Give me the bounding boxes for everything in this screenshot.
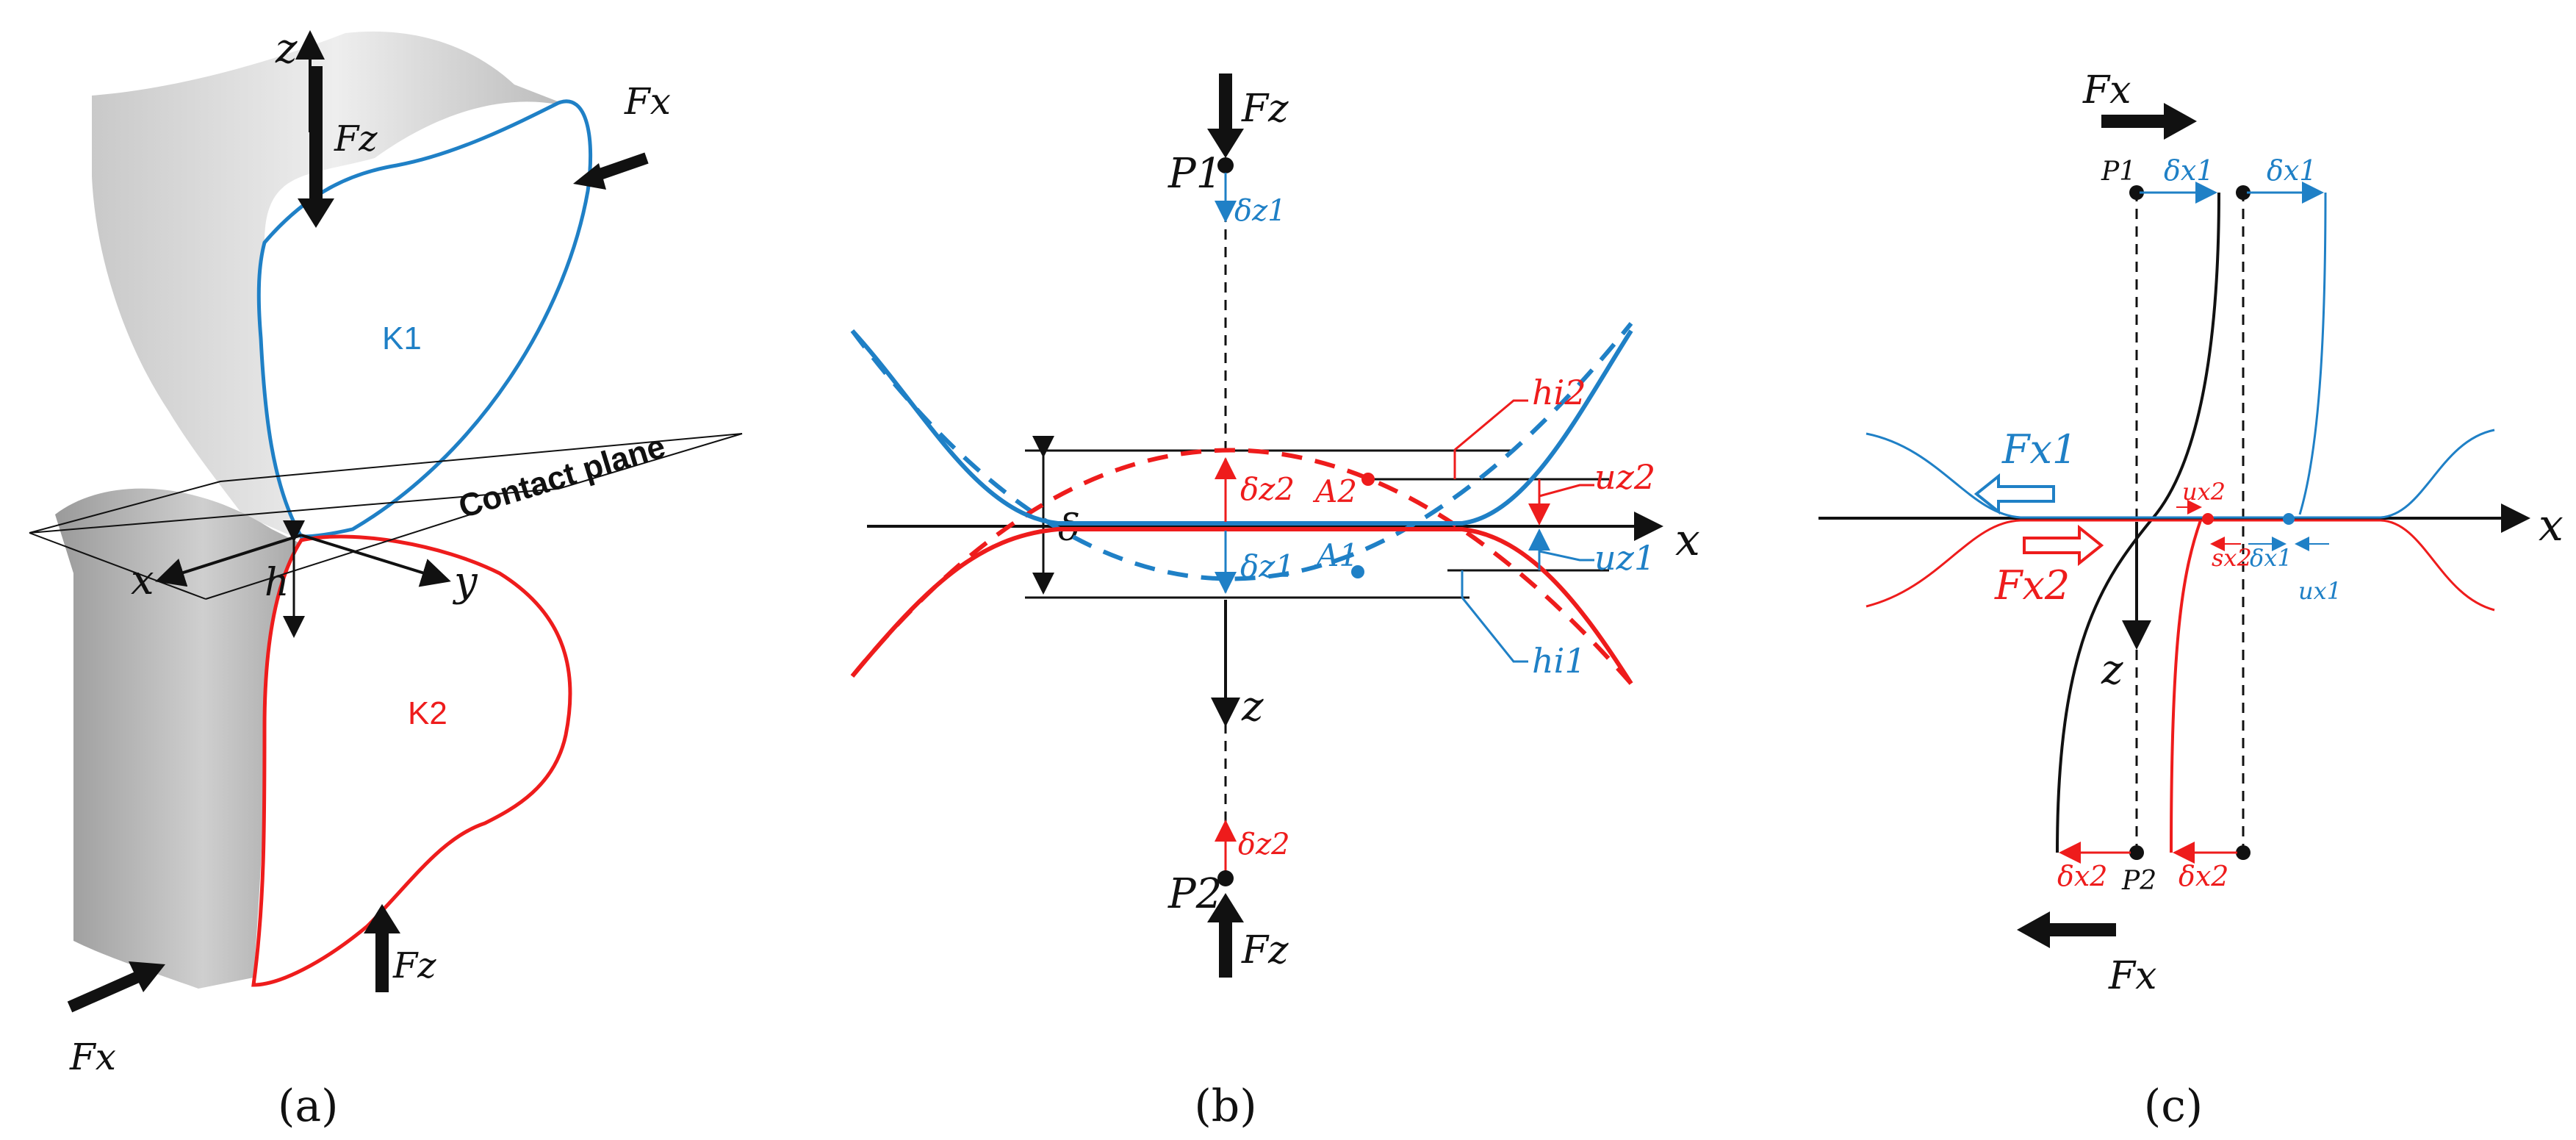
svg-text:P1: P1 (2101, 157, 2136, 187)
a-fx-top-arrow (591, 152, 649, 182)
svg-text:Fz: Fz (392, 945, 436, 986)
panel-c: Fx P1 δx1 δx1 x Fx1 Fx2 ux2 (1818, 68, 2564, 1132)
caption-a: (a) (278, 1080, 339, 1132)
svg-text:δz2: δz2 (1240, 471, 1295, 507)
svg-text:P1: P1 (1168, 150, 1222, 198)
c-blue-surface (1866, 429, 2495, 519)
svg-text:P2: P2 (1168, 870, 1222, 918)
body-k2-side (55, 488, 301, 989)
b-p1-point (1217, 157, 1234, 173)
svg-text:z: z (1241, 683, 1264, 731)
svg-text:Fz: Fz (1241, 928, 1289, 972)
svg-text:δz1: δz1 (1240, 548, 1295, 584)
svg-text:z: z (2101, 646, 2123, 694)
svg-text:h: h (265, 561, 289, 605)
svg-text:x: x (131, 556, 154, 604)
svg-text:ux2: ux2 (2182, 478, 2226, 506)
svg-text:x: x (2539, 500, 2564, 551)
b-blue-dashed (850, 322, 1633, 581)
a-fx-bottom-arrow (67, 970, 143, 1013)
svg-text:hi2: hi2 (1532, 373, 1586, 412)
body-k1-side (92, 31, 580, 540)
svg-text:Fz: Fz (1241, 87, 1289, 131)
b-a1-point (1351, 565, 1364, 578)
svg-text:Fx: Fx (2108, 954, 2156, 998)
b-blue-solid (850, 329, 1633, 526)
svg-text:Fx: Fx (624, 80, 671, 123)
svg-text:A1: A1 (1314, 537, 1359, 573)
svg-text:Fx: Fx (2082, 68, 2131, 112)
panel-a: K1 K2 Contact plane x y h z Fz Fx Fz (29, 25, 743, 1132)
caption-c: (c) (2144, 1080, 2203, 1132)
svg-text:A2: A2 (1312, 473, 1357, 509)
svg-text:δz2: δz2 (1238, 828, 1290, 861)
svg-text:hi1: hi1 (1532, 641, 1586, 681)
a-x-axis (155, 534, 302, 587)
svg-text:x: x (1675, 515, 1700, 566)
svg-text:Fx: Fx (69, 1036, 116, 1078)
svg-text:uz2: uz2 (1594, 457, 1655, 497)
body-k1-face (256, 99, 593, 539)
c-fx1-arrow (1974, 473, 2055, 515)
b-a2-point (1361, 473, 1375, 486)
svg-text:δx1: δx1 (2267, 154, 2317, 187)
b-p2-point (1217, 870, 1234, 886)
svg-text:ux1: ux1 (2298, 577, 2342, 605)
svg-text:Fx1: Fx1 (2001, 426, 2077, 473)
contact-plane-label: Contact plane (455, 429, 670, 526)
svg-text:δx2: δx2 (2057, 860, 2108, 892)
svg-text:uz1: uz1 (1594, 538, 1655, 578)
c-red-profile (2170, 520, 2202, 853)
b-red-dashed (850, 448, 1633, 685)
svg-text:δx1: δx1 (2164, 154, 2215, 187)
c-red-surface (1866, 519, 2495, 612)
body2-label: K2 (408, 695, 447, 731)
svg-text:δx1: δx1 (2250, 544, 2292, 572)
panel-b: Fz P1 δz1 x δ δz2 δz1 A2 A1 (850, 74, 1700, 1132)
svg-text:P2: P2 (2121, 866, 2156, 896)
svg-text:z: z (275, 25, 298, 73)
b-red-solid (850, 527, 1633, 685)
svg-text:y: y (452, 558, 478, 606)
svg-text:δx2: δx2 (2179, 860, 2229, 892)
body1-label: K1 (382, 320, 422, 356)
a-y-axis (301, 534, 451, 587)
svg-text:Fx2: Fx2 (1994, 562, 2070, 609)
svg-text:sx2: sx2 (2212, 544, 2252, 572)
svg-text:Fz: Fz (334, 118, 378, 159)
contact-plane (29, 433, 743, 534)
caption-b: (b) (1194, 1080, 1256, 1132)
c-fx2-arrow (2023, 524, 2104, 567)
svg-text:δz1: δz1 (1234, 194, 1287, 228)
c-blue-profile (2298, 192, 2327, 515)
body-k2-face (251, 534, 572, 987)
